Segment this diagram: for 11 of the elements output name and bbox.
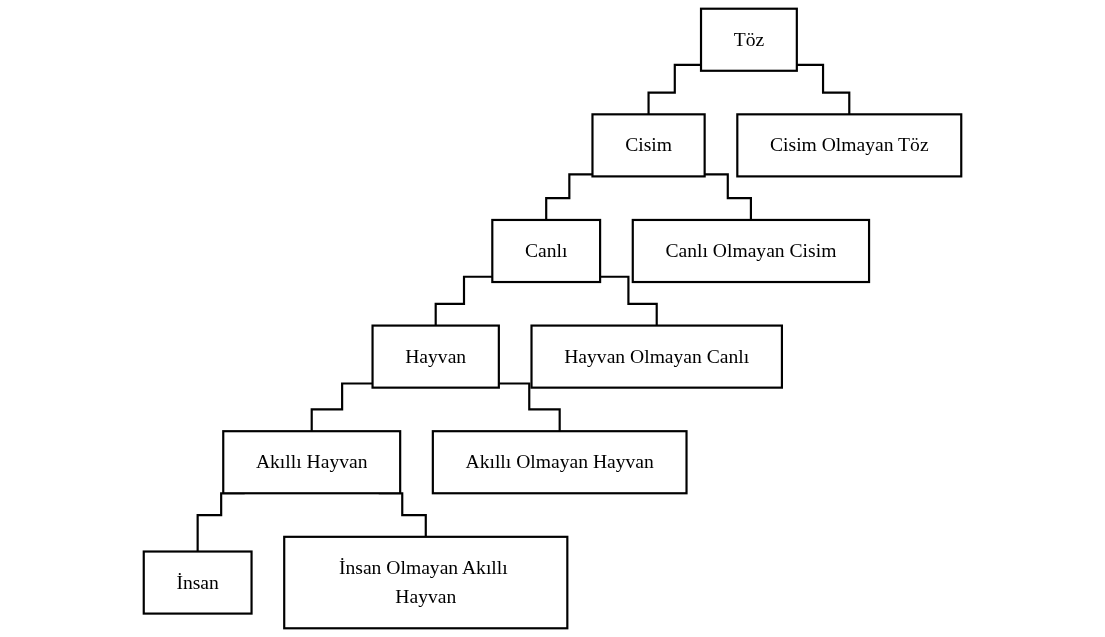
node-box: Akıllı Olmayan Hayvan [431, 430, 688, 495]
node-box: Hayvan Olmayan Canlı [530, 324, 783, 389]
node-box: Canlı Olmayan Cisim [631, 218, 871, 284]
node-box: Töz [699, 7, 798, 72]
node-box: Cisim Olmayan Töz [736, 113, 963, 178]
node-box: Akıllı Hayvan [222, 430, 402, 495]
node-box: İnsan Olmayan Akıllı Hayvan [283, 535, 569, 630]
node-box: Canlı [491, 218, 602, 284]
node-box: Cisim [591, 113, 706, 178]
node-box: Hayvan [371, 324, 500, 389]
node-box: İnsan [142, 550, 253, 615]
